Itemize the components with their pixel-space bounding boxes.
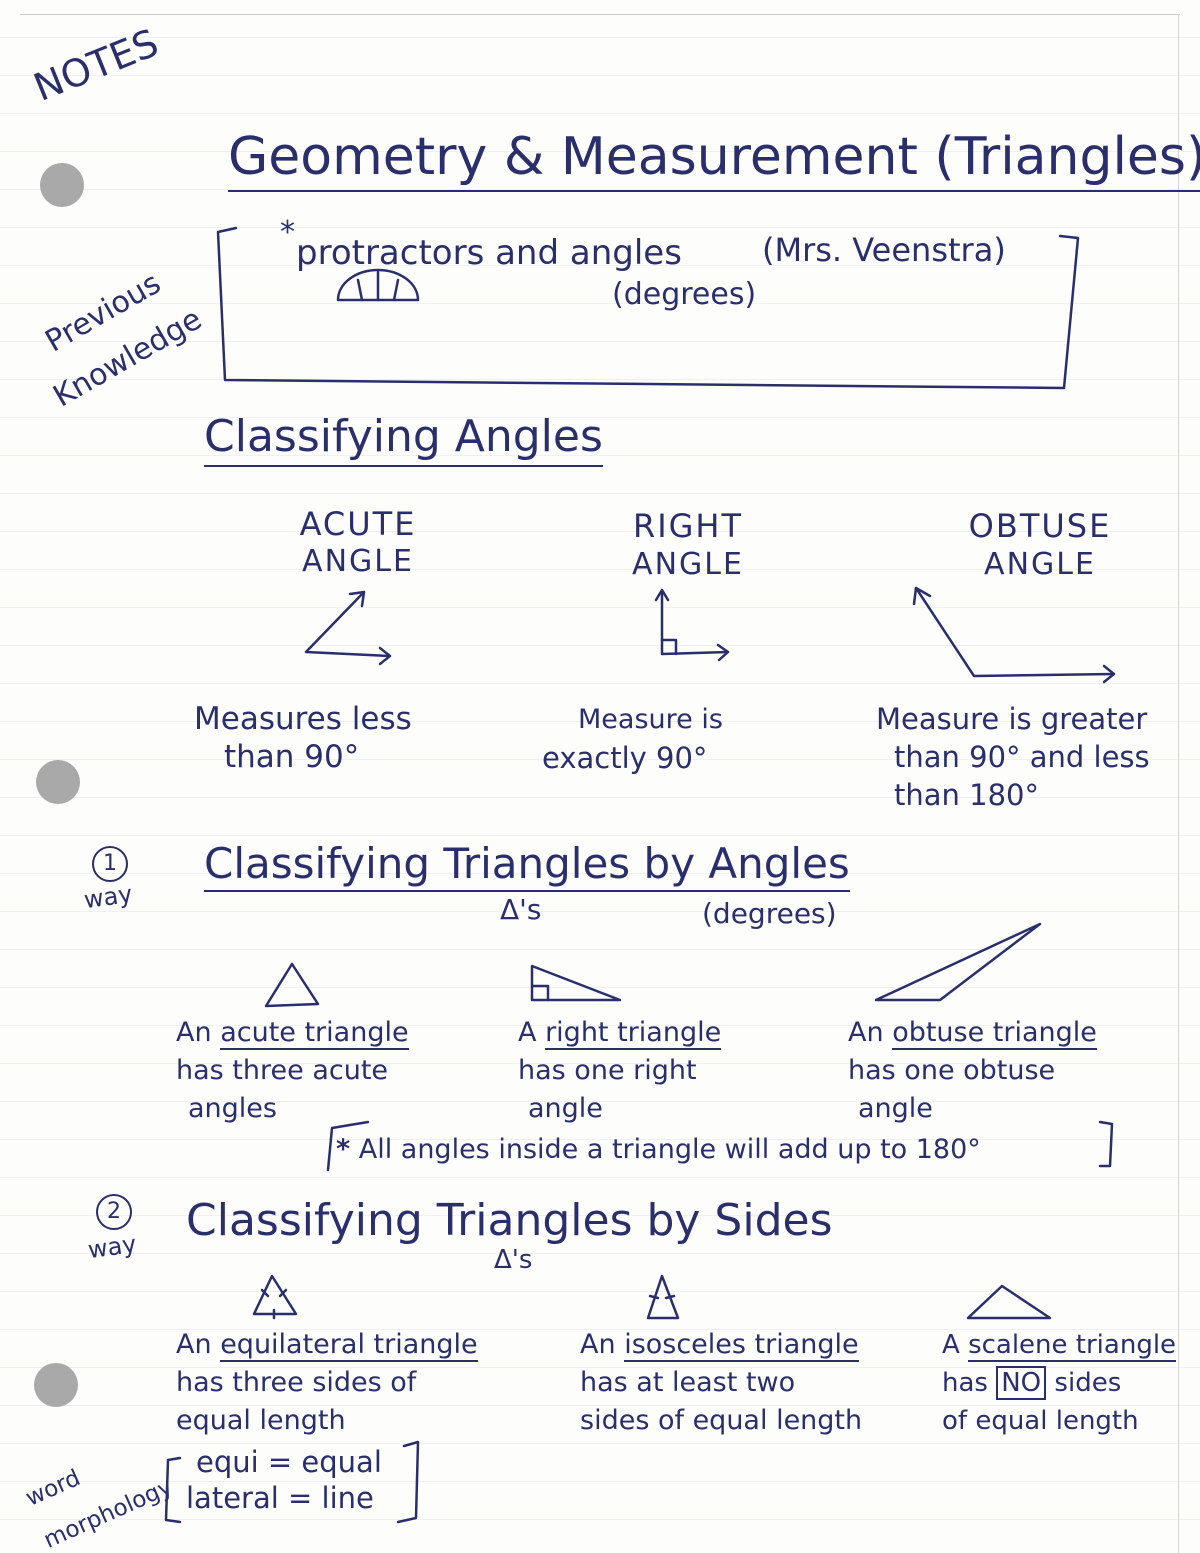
right-angle-desc-2: exactly 90°	[542, 741, 708, 775]
page-right-edge	[1178, 14, 1179, 1553]
scalene-triangle-term: scalene triangle	[968, 1330, 1177, 1362]
right-triangle-term: right triangle	[545, 1017, 722, 1050]
acute-angle-name-2: ANGLE	[302, 544, 414, 579]
by-angles-degrees: (degrees)	[702, 897, 837, 930]
acute-triangle-icon	[264, 962, 320, 1008]
binder-hole-top	[40, 163, 84, 207]
obtuse-triangle-desc: An obtuse triangle has one obtuse angle	[848, 1017, 1097, 1124]
equilateral-triangle-term: equilateral triangle	[220, 1329, 478, 1362]
isosceles-triangle-term: isosceles triangle	[624, 1329, 859, 1362]
right-angle-icon	[654, 588, 730, 662]
angle-sum-bracket	[326, 1120, 1114, 1172]
acute-angle-name-1: ACUTE	[299, 505, 417, 543]
angle-sum-note: * All angles inside a triangle will add …	[336, 1134, 981, 1165]
binder-hole-middle	[36, 760, 80, 804]
acute-angle-desc-1: Measures less	[194, 701, 412, 737]
obtuse-angle-name-1: OBTUSE	[968, 507, 1112, 545]
obtuse-angle-desc-1: Measure is greater	[876, 702, 1148, 736]
page-top-edge	[20, 14, 1180, 15]
morphology-equi: equi = equal	[196, 1445, 382, 1479]
way-2-number: 2	[96, 1194, 132, 1230]
by-sides-heading: Classifying Triangles by Sides	[186, 1195, 833, 1246]
right-angle-name-2: ANGLE	[632, 547, 744, 582]
scalene-triangle-icon	[966, 1284, 1052, 1320]
obtuse-triangle-icon	[874, 922, 1042, 1002]
acute-triangle-desc: An acute triangle has three acute angles	[176, 1017, 409, 1124]
obtuse-angle-desc-2: than 90° and less	[894, 740, 1150, 774]
by-sides-abbr: Δ's	[494, 1245, 533, 1275]
page-title: Geometry & Measurement (Triangles)	[228, 127, 1200, 192]
morphology-bracket	[164, 1440, 420, 1524]
scalene-no-box: NO	[996, 1366, 1047, 1400]
right-angle-desc-1: Measure is	[578, 704, 723, 735]
angles-heading: Classifying Angles	[204, 411, 603, 467]
right-triangle-icon	[530, 964, 622, 1002]
previous-star: *	[280, 215, 295, 250]
isosceles-triangle-icon	[646, 1274, 680, 1320]
protractor-icon	[336, 268, 420, 302]
acute-triangle-term: acute triangle	[220, 1017, 409, 1050]
acute-angle-desc-2: than 90°	[224, 739, 360, 775]
morphology-lateral: lateral = line	[186, 1481, 374, 1515]
isosceles-triangle-desc: An isosceles triangle has at least two s…	[580, 1329, 863, 1436]
obtuse-triangle-term: obtuse triangle	[892, 1017, 1097, 1050]
way-1-number: 1	[92, 846, 128, 882]
previous-line-1: protractors and angles	[296, 233, 682, 273]
by-angles-abbr: Δ's	[500, 893, 542, 926]
right-angle-name-1: RIGHT	[632, 507, 744, 545]
previous-teacher: (Mrs. Veenstra)	[762, 231, 1006, 269]
by-angles-heading: Classifying Triangles by Angles	[204, 839, 850, 893]
right-triangle-desc: A right triangle has one right angle	[518, 1017, 722, 1124]
equilateral-triangle-icon	[252, 1274, 298, 1320]
obtuse-angle-name-2: ANGLE	[984, 547, 1096, 582]
equilateral-triangle-desc: An equilateral triangle has three sides …	[176, 1329, 478, 1436]
binder-hole-bottom	[34, 1363, 78, 1407]
obtuse-angle-icon	[912, 586, 1116, 684]
previous-knowledge-box	[216, 226, 1080, 390]
obtuse-angle-desc-3: than 180°	[894, 778, 1039, 812]
scalene-triangle-desc: A scalene triangle has NO sides of equal…	[942, 1330, 1177, 1436]
acute-angle-icon	[304, 590, 392, 666]
previous-degrees: (degrees)	[612, 277, 757, 312]
